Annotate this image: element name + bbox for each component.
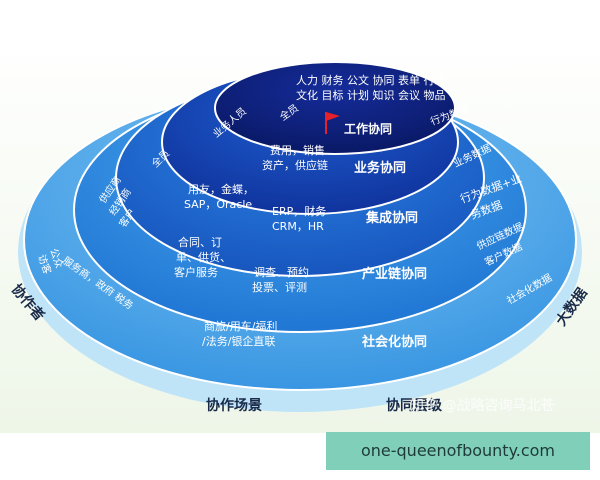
work-layer-title: 工作协同 [344, 121, 392, 136]
integration-items-line-3: ERP，财务 [272, 204, 326, 218]
chain-items-line-4: 调查、预约 [254, 265, 309, 279]
social-items-line-1: 商旅/用车/福利 [204, 319, 277, 333]
watermark-text: 知乎 @战略咨询马北苍 [410, 397, 554, 414]
social-items-line-2: /法务/银企直联 [202, 334, 275, 348]
chain-items-line-3: 客户服务 [174, 265, 218, 279]
red-flag-icon [325, 112, 340, 134]
integration-layer-title: 集成协同 [365, 210, 418, 226]
business-items-line-2: 资产，供应链 [262, 158, 328, 172]
chain-items-line-5: 投票、评测 [252, 280, 307, 294]
business-items-line-1: 费用，销售 [270, 143, 325, 157]
integration-items-line-2: SAP，Oracle [184, 198, 252, 211]
business-layer-title: 业务协同 [354, 160, 406, 176]
chain-layer-title: 产业链协同 [362, 266, 427, 282]
axis-label-scenarios: 协作场景 [206, 397, 262, 414]
work-items-line-1: 人力 财务 公文 协同 表单 行政 [296, 73, 445, 87]
chain-items-line-1: 合同、订 [178, 235, 222, 249]
layer-work-core [214, 61, 456, 155]
chain-items-line-2: 单、供货、 [176, 250, 231, 264]
social-layer-title: 社会化协同 [361, 334, 427, 350]
site-banner[interactable]: one-queenofbounty.com [326, 432, 590, 470]
axis-label-levels: 协同层级 [386, 397, 443, 414]
work-items-line-2: 文化 目标 计划 知识 会议 物品 [296, 88, 445, 102]
integration-items-line-4: CRM，HR [272, 220, 324, 233]
integration-items-line-1: 用友，金蝶， [188, 182, 254, 196]
